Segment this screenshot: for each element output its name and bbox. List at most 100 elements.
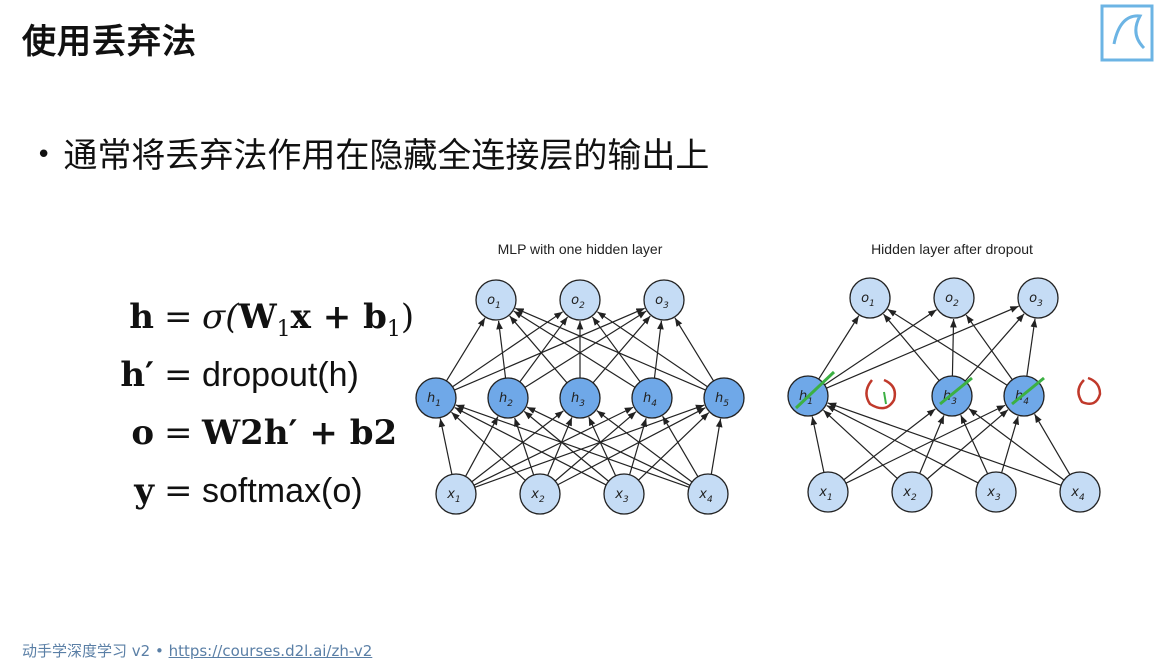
- edge-input-hidden: [827, 402, 1062, 486]
- node-label: o3: [655, 293, 669, 311]
- edge-input-hidden: [1034, 413, 1071, 476]
- node-label: h1: [799, 389, 813, 407]
- eq-lhs: h′: [120, 355, 154, 395]
- left-input-node: x1: [435, 473, 477, 515]
- node-label: o1: [861, 291, 875, 309]
- edge-input-hidden: [547, 417, 573, 476]
- node-circle: [1017, 277, 1059, 319]
- node-circle: [849, 277, 891, 319]
- edge-input-hidden: [557, 407, 706, 486]
- edge-input-hidden: [554, 411, 637, 482]
- node-label: x1: [818, 485, 832, 503]
- edge-hidden-output: [826, 305, 1019, 389]
- edge-input-hidden: [845, 404, 1006, 484]
- left-hidden-node: h4: [631, 377, 673, 419]
- node-label: x2: [902, 485, 917, 503]
- eq-lhs: y: [134, 471, 154, 511]
- footer-text: 动手学深度学习 v2 •: [22, 642, 169, 660]
- node-circle: [519, 473, 561, 515]
- node-label: o3: [1029, 291, 1043, 309]
- equation-softmax: y = softmax(o): [76, 462, 406, 520]
- footer-link[interactable]: https://courses.d2l.ai/zh-v2: [168, 642, 373, 660]
- node-circle: [933, 277, 975, 319]
- node-circle: [975, 471, 1017, 513]
- left-diagram-caption: MLP with one hidden layer: [498, 241, 663, 257]
- edge-input-hidden: [638, 412, 710, 481]
- green-strike-h4: [1011, 376, 1045, 406]
- red-mark-h5: [1077, 376, 1102, 405]
- right-input-node: x1: [807, 471, 849, 513]
- edge-hidden-output: [824, 309, 937, 386]
- edge-hidden-output: [515, 307, 706, 391]
- right-output-node: o2: [933, 277, 975, 319]
- edge-input-hidden: [968, 408, 1065, 481]
- edge-input-hidden: [919, 415, 945, 474]
- node-label: h5: [715, 391, 729, 409]
- left-hidden-node: h5: [703, 377, 745, 419]
- left-hidden-node: h1: [415, 377, 457, 419]
- eq-sign: =: [164, 471, 193, 511]
- edge-hidden-output: [496, 320, 507, 379]
- edge-input-hidden: [960, 414, 989, 475]
- edge-input-hidden: [826, 405, 979, 484]
- green-tick-h2: [883, 391, 887, 405]
- equation-output: o = W2h′ + b2: [76, 404, 406, 462]
- edge-input-hidden: [810, 416, 825, 473]
- node-circle: [603, 473, 645, 515]
- edge-input-hidden: [438, 418, 453, 475]
- edge-hidden-output: [887, 308, 1008, 386]
- equation-dropout: h′ = dropout(h): [76, 346, 406, 404]
- edge-input-hidden: [454, 407, 607, 486]
- left-output-node: o2: [559, 279, 601, 321]
- node-label: x1: [446, 487, 460, 505]
- node-circle: [631, 377, 673, 419]
- edge-input-hidden: [464, 416, 499, 477]
- edge-hidden-output: [445, 317, 486, 382]
- node-label: x4: [698, 487, 713, 505]
- bullet-item: •通常将丢弃法作用在隐藏全连接层的输出上: [36, 128, 709, 177]
- node-circle: [487, 377, 529, 419]
- edge-hidden-output: [519, 316, 569, 383]
- edge-hidden-output: [591, 316, 641, 383]
- equations-block: h = σ(W1x + b1) h′ = dropout(h) o = W2h′…: [76, 288, 414, 520]
- edge-hidden-output: [965, 314, 1013, 381]
- left-diagram-edges: [438, 307, 723, 488]
- node-circle: [559, 279, 601, 321]
- edge-hidden-output: [674, 317, 715, 382]
- eq-rhs: W2h′ + b2: [202, 413, 398, 453]
- node-label: o2: [571, 293, 585, 311]
- edge-hidden-output: [524, 310, 647, 388]
- eq-sign: =: [164, 355, 193, 395]
- edge-input-hidden: [629, 417, 647, 475]
- node-label: x3: [614, 487, 629, 505]
- left-input-node: x4: [687, 473, 729, 515]
- eq-lhs: h: [129, 297, 154, 337]
- node-label: h2: [499, 391, 513, 409]
- eq-sign: =: [164, 413, 193, 453]
- right-diagram-edges: [810, 305, 1071, 486]
- node-circle: [415, 377, 457, 419]
- edge-input-hidden: [662, 415, 699, 478]
- node-circle: [643, 279, 685, 321]
- edge-input-hidden: [1001, 415, 1019, 473]
- equation-hidden: h = σ(W1x + b1): [76, 288, 414, 346]
- node-circle: [435, 473, 477, 515]
- edge-hidden-output: [1026, 318, 1038, 377]
- eq-rhs: σ(W1x + b1): [202, 297, 415, 342]
- edge-input-hidden: [588, 416, 617, 477]
- edge-input-hidden: [596, 410, 693, 483]
- green-strike-h1: [794, 370, 836, 410]
- edge-hidden-output: [452, 311, 563, 388]
- edge-input-hidden: [455, 404, 690, 488]
- left-output-node: o3: [643, 279, 685, 321]
- edge-hidden-output: [950, 318, 957, 377]
- edge-hidden-output: [592, 315, 651, 384]
- edge-input-hidden: [473, 406, 634, 486]
- node-label: o2: [945, 291, 959, 309]
- edge-input-hidden: [823, 409, 898, 479]
- bilibili-logo-icon: [1100, 4, 1154, 62]
- node-label: h1: [427, 391, 441, 409]
- eq-lhs: o: [131, 413, 154, 453]
- footer: 动手学深度学习 v2 • https://courses.d2l.ai/zh-v…: [22, 640, 372, 661]
